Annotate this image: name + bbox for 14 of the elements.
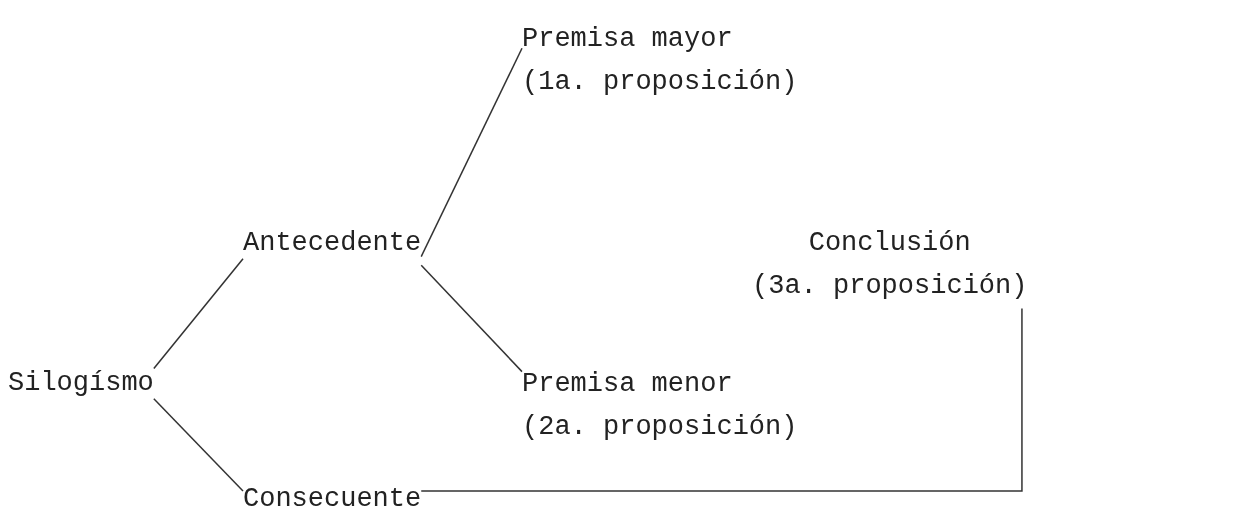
node-label: Premisa mayor <box>522 23 733 56</box>
node-label: (1a. proposición) <box>522 66 798 100</box>
node-label: Antecedente <box>243 227 422 260</box>
node-label: Consecuente <box>243 483 422 516</box>
node-label: Silogísmo <box>8 367 154 400</box>
connector-line <box>153 397 244 492</box>
connector-line <box>153 257 244 370</box>
connector-line <box>420 307 1023 492</box>
node-label: (3a. proposición) <box>752 270 1028 304</box>
node-label: Premisa menor <box>522 368 733 401</box>
node-label: Conclusión <box>808 227 971 260</box>
node-label: (2a. proposición) <box>522 411 798 445</box>
connector-line <box>420 264 523 373</box>
connector-line <box>420 47 523 258</box>
